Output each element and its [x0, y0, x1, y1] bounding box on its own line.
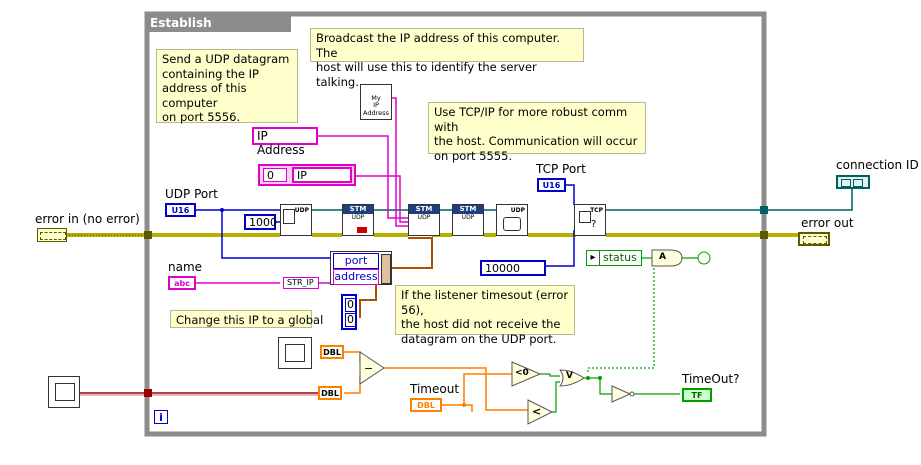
less-than-label: < [532, 405, 542, 418]
cluster-address-field: address [333, 269, 379, 285]
udp-port-constant[interactable]: 1000 [244, 214, 277, 230]
ip-array-constant[interactable]: 0 IP [258, 164, 356, 186]
cluster-wires [359, 237, 433, 318]
int-wires [196, 184, 575, 267]
frame-index-icon[interactable]: i [154, 410, 168, 424]
array-value-top: 0 [345, 298, 356, 312]
str-ip-node[interactable]: STR_IP [283, 277, 319, 289]
dbl-tunnel-in [144, 389, 152, 397]
stop-condition-node [697, 251, 711, 265]
connection-id-label: connection ID [836, 158, 919, 172]
less-than-zero-label: <0 [515, 368, 529, 378]
change-ip-note: Change this IP to a global [170, 310, 323, 328]
timing-subvi-1[interactable] [278, 337, 312, 369]
string-wires [196, 97, 408, 284]
ip-string-value[interactable]: IP [292, 167, 352, 183]
cluster-port-field: port [333, 253, 379, 269]
broadcast-note: Broadcast the IP address of this compute… [310, 28, 584, 89]
error-tunnel-in [144, 231, 152, 239]
udp-port-label: UDP Port [165, 187, 218, 201]
timeout-out-indicator[interactable]: TF [682, 388, 712, 402]
udp-open-subvi[interactable]: UDP [280, 204, 312, 236]
dbl-red-wire [80, 392, 318, 396]
udp-note: Send a UDP datagram containing the IP ad… [156, 49, 298, 124]
tcp-port-label: TCP Port [536, 162, 586, 176]
udp-close-subvi[interactable]: UDP [496, 204, 528, 236]
status-label: status [603, 251, 637, 264]
and-gate-label: A [659, 252, 666, 262]
timeout-out-label: TimeOut? [682, 372, 740, 386]
refnum-wires [312, 184, 853, 211]
stm-write-subvi-3[interactable]: STM UDP [452, 204, 484, 236]
array-constant[interactable]: 0 0 [341, 294, 357, 330]
my-ip-address-subvi[interactable]: My IP Address [360, 84, 392, 120]
sequence-frame-border [144, 11, 767, 437]
svg-text:−: − [364, 362, 373, 375]
my-ip-address-label: My IP Address [363, 93, 389, 117]
subtract-node [359, 351, 385, 385]
bundle-by-name-node[interactable]: port address [330, 251, 392, 285]
refnum-tunnel-out [760, 206, 768, 214]
ip-address-constant[interactable]: IP Address [252, 127, 318, 157]
error-out-indicator[interactable] [798, 232, 830, 246]
timing-subvi-2[interactable] [48, 376, 80, 408]
frame-title: Establish communication [146, 14, 291, 48]
not-gate [611, 385, 632, 403]
frame-index-glyph: i [159, 411, 163, 424]
bool-wires [540, 257, 698, 413]
stm-write-subvi-2[interactable]: STM UDP [408, 204, 440, 236]
stm-write-subvi-1[interactable]: STM UDP [342, 204, 374, 236]
tcp-port-terminal[interactable]: U16 [537, 178, 566, 192]
ip-index-value[interactable]: 0 [263, 168, 287, 182]
error-in-terminal[interactable] [37, 228, 67, 242]
connection-id-indicator[interactable] [836, 175, 870, 189]
tcp-timeout-constant[interactable]: 10000 [480, 260, 546, 276]
name-terminal[interactable]: abc [168, 276, 196, 290]
dbl-indicator-2[interactable]: DBL [318, 386, 342, 400]
tcp-listen-subvi[interactable]: TCP ? [574, 204, 606, 236]
less-than-node [527, 399, 554, 425]
or-gate [559, 369, 585, 387]
dbl-indicator-1[interactable]: DBL [320, 345, 344, 359]
or-gate-label: V [566, 371, 573, 381]
and-gate [651, 249, 683, 267]
status-unbundle[interactable]: ▸ status [586, 250, 642, 266]
timeout-terminal[interactable]: DBL [410, 398, 442, 412]
error-tunnel-out [760, 231, 768, 239]
tcp-note: Use TCP/IP for more robust comm with the… [428, 102, 646, 163]
name-label: name [168, 260, 203, 274]
less-than-zero-node [511, 361, 542, 387]
error-in-label: error in (no error) [35, 212, 140, 226]
array-value-bottom: 0 [345, 313, 356, 327]
listener-note: If the listener timesout (error 56), the… [395, 285, 575, 346]
timeout-label: Timeout [410, 382, 460, 396]
udp-port-terminal[interactable]: U16 [165, 203, 196, 217]
error-out-label: error out [801, 216, 854, 230]
